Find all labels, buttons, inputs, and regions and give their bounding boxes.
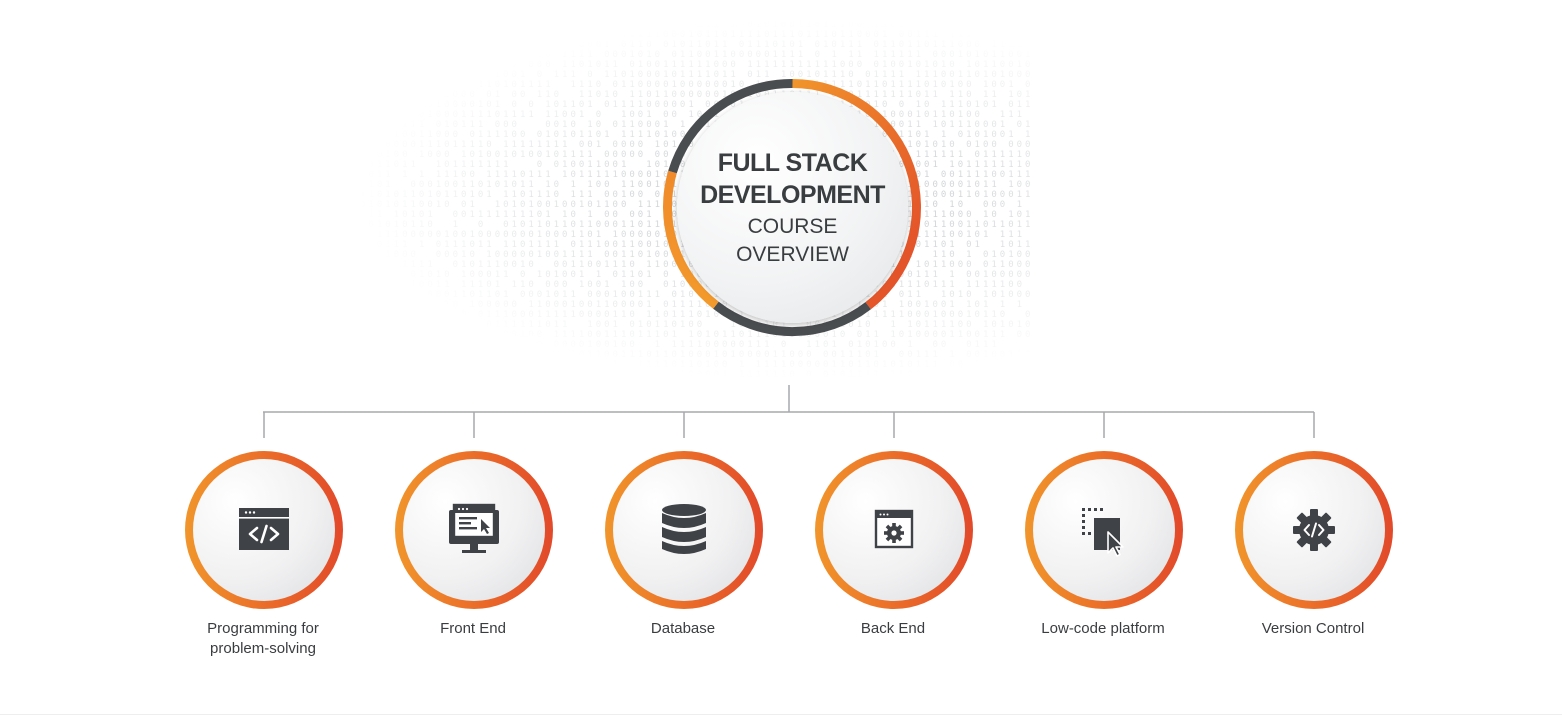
hub-title: FULL STACK DEVELOPMENT	[700, 148, 885, 209]
module-label-front-end: Front End	[440, 620, 506, 637]
monitor-ui-icon	[449, 503, 499, 553]
database-icon	[662, 504, 706, 554]
module-node-version-control	[1235, 451, 1393, 609]
hub-text: FULL STACK DEVELOPMENT COURSE OVERVIEW	[660, 75, 925, 340]
module-node-programming	[185, 451, 343, 609]
module-label-low-code: Low-code platform	[1041, 620, 1165, 637]
hub-subtitle: COURSE OVERVIEW	[736, 214, 849, 266]
module-label-version-control: Version Control	[1261, 620, 1365, 637]
node-disc	[613, 459, 755, 601]
hub-disc	[677, 92, 908, 323]
bottom-divider	[0, 714, 1562, 715]
code-window-icon	[239, 508, 289, 550]
module-label-programming: Programming for problem-solving	[207, 620, 319, 657]
module-node-low-code	[1025, 451, 1183, 609]
code-gear-icon	[1293, 509, 1335, 551]
module-node-front-end	[395, 451, 553, 609]
drag-drop-cursor-icon	[1082, 508, 1124, 557]
module-label-database: Database	[650, 620, 716, 637]
module-node-database	[605, 451, 763, 609]
hub-progress-ring	[662, 78, 921, 337]
gear-window-icon	[874, 509, 914, 549]
module-label-back-end: Back End	[860, 620, 926, 637]
course-overview-hub: FULL STACK DEVELOPMENT COURSE OVERVIEW	[660, 75, 925, 340]
module-node-back-end	[815, 451, 973, 609]
